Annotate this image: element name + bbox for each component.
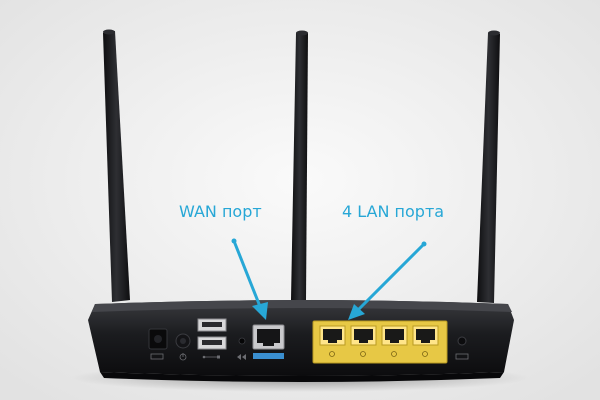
lan-port-2 [350,325,377,357]
dc-in-icon [150,353,164,360]
antenna-center [291,30,308,300]
wan-port [252,324,285,350]
wan-port-label: WAN порт [179,202,262,221]
wps-icon [455,353,469,360]
reset-button [238,337,246,345]
reset-icon [237,354,246,360]
usb-port-bottom [197,336,227,350]
lan-pointer [348,241,427,320]
antenna-right [477,30,500,303]
power-icon [179,353,187,361]
dc-in-port [148,328,168,350]
wps-button [457,336,467,346]
usb-port-top [197,318,227,332]
usb-icon [202,355,220,359]
lan-ports-label: 4 LAN порта [342,202,445,221]
lan-port-3 [381,325,408,357]
wan-pointer [231,238,268,320]
lan-port-1 [319,325,346,357]
lan-port-4 [412,325,439,357]
wan-port-strip [253,353,284,359]
antenna-left [103,29,130,302]
power-button [175,333,191,349]
